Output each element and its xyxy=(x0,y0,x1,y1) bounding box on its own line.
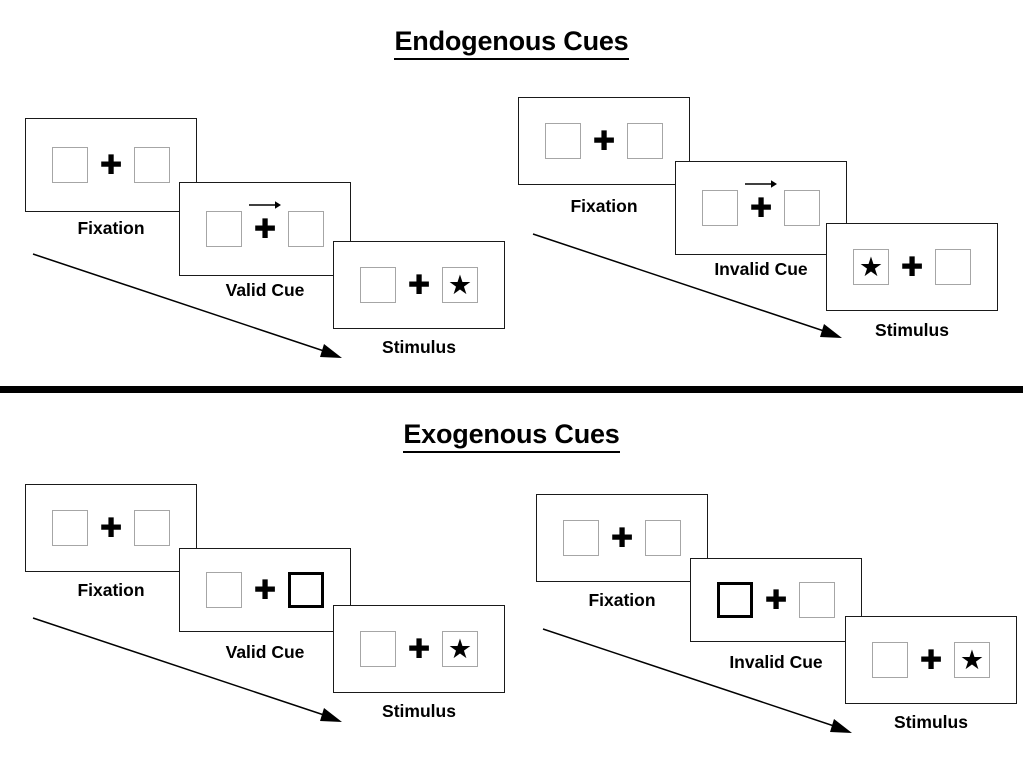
fixation-cross: ✚ xyxy=(581,128,627,155)
frame-exogenous-valid-fixation: ✚ xyxy=(25,484,197,572)
right-box: ★ xyxy=(954,642,990,678)
cross-icon: ✚ xyxy=(749,192,773,224)
label-exogenous-invalid-fixation: Fixation xyxy=(588,590,656,610)
star-icon: ★ xyxy=(447,269,473,301)
frame-content: ✚ ★ xyxy=(360,631,478,667)
left-box xyxy=(563,520,599,556)
cross-icon: ✚ xyxy=(592,125,616,157)
section-title-endogenous-text: Endogenous Cues xyxy=(394,26,629,60)
fixation-cross: ✚ xyxy=(599,525,645,552)
right-box xyxy=(935,249,971,285)
left-box xyxy=(206,572,242,608)
frame-endogenous-valid-cue: ✚ xyxy=(179,182,351,276)
label-endogenous-invalid-fixation: Fixation xyxy=(570,196,638,216)
frame-content: ✚ ★ xyxy=(872,642,990,678)
frame-content: ★ ✚ xyxy=(853,249,971,285)
label-endogenous-valid-stimulus: Stimulus xyxy=(382,337,456,357)
label-exogenous-invalid-cue: Invalid Cue xyxy=(729,652,823,672)
frame-endogenous-invalid-stimulus: ★ ✚ xyxy=(826,223,998,311)
frame-exogenous-invalid-stimulus: ✚ ★ xyxy=(845,616,1017,704)
cross-icon: ✚ xyxy=(99,149,123,181)
fixation-cross: ✚ xyxy=(753,587,799,614)
frame-content: ✚ xyxy=(206,572,324,608)
section-title-exogenous: Exogenous Cues xyxy=(0,419,1023,453)
cross-icon: ✚ xyxy=(919,644,943,676)
label-endogenous-invalid-stimulus: Stimulus xyxy=(875,320,949,340)
frame-exogenous-valid-cue: ✚ xyxy=(179,548,351,632)
fixation-cross: ✚ xyxy=(738,179,784,224)
cross-icon: ✚ xyxy=(900,251,924,283)
right-box: ★ xyxy=(442,631,478,667)
left-box xyxy=(206,211,242,247)
cross-icon: ✚ xyxy=(407,269,431,301)
fixation-cross: ✚ xyxy=(889,254,935,281)
fixation-cross: ✚ xyxy=(88,515,134,542)
star-icon: ★ xyxy=(447,633,473,665)
label-exogenous-valid-fixation: Fixation xyxy=(77,580,145,600)
frame-content: ✚ xyxy=(206,200,324,247)
right-box: ★ xyxy=(442,267,478,303)
left-box xyxy=(872,642,908,678)
frame-content: ✚ xyxy=(563,520,681,556)
frame-content: ✚ xyxy=(702,179,820,226)
label-endogenous-invalid-cue: Invalid Cue xyxy=(714,259,808,279)
section-title-exogenous-text: Exogenous Cues xyxy=(403,419,620,453)
frame-endogenous-valid-fixation: ✚ xyxy=(25,118,197,212)
cross-icon: ✚ xyxy=(253,574,277,606)
label-endogenous-valid-cue: Valid Cue xyxy=(225,280,305,300)
frame-endogenous-valid-stimulus: ✚ ★ xyxy=(333,241,505,329)
frame-content: ✚ ★ xyxy=(360,267,478,303)
cross-icon: ✚ xyxy=(610,522,634,554)
left-box xyxy=(545,123,581,159)
cross-icon: ✚ xyxy=(99,512,123,544)
frame-endogenous-invalid-cue: ✚ xyxy=(675,161,847,255)
label-exogenous-valid-cue: Valid Cue xyxy=(225,642,305,662)
left-box xyxy=(360,631,396,667)
left-box xyxy=(360,267,396,303)
right-box xyxy=(627,123,663,159)
frame-content: ✚ xyxy=(52,510,170,546)
fixation-cross: ✚ xyxy=(88,152,134,179)
frame-content: ✚ xyxy=(545,123,663,159)
left-box-cued xyxy=(717,582,753,618)
left-box xyxy=(52,147,88,183)
frame-content: ✚ xyxy=(717,582,835,618)
right-box xyxy=(134,147,170,183)
fixation-cross: ✚ xyxy=(396,272,442,299)
left-box xyxy=(702,190,738,226)
arrow-right-icon xyxy=(249,200,281,209)
right-box xyxy=(288,211,324,247)
flow-arrow-endogenous-valid xyxy=(32,253,342,358)
right-box xyxy=(645,520,681,556)
fixation-cross: ✚ xyxy=(396,636,442,663)
cross-icon: ✚ xyxy=(764,584,788,616)
frame-exogenous-valid-stimulus: ✚ ★ xyxy=(333,605,505,693)
left-box xyxy=(52,510,88,546)
fixation-cross: ✚ xyxy=(242,200,288,245)
right-box-cued xyxy=(288,572,324,608)
right-box xyxy=(134,510,170,546)
flow-arrow-endogenous-invalid xyxy=(532,233,842,338)
label-exogenous-invalid-stimulus: Stimulus xyxy=(894,712,968,732)
frame-endogenous-invalid-fixation: ✚ xyxy=(518,97,690,185)
section-divider xyxy=(0,386,1023,393)
label-endogenous-valid-fixation: Fixation xyxy=(77,218,145,238)
frame-exogenous-invalid-cue: ✚ xyxy=(690,558,862,642)
fixation-cross: ✚ xyxy=(242,577,288,604)
frame-exogenous-invalid-fixation: ✚ xyxy=(536,494,708,582)
frame-content: ✚ xyxy=(52,147,170,183)
flow-arrow-exogenous-invalid xyxy=(542,628,852,733)
label-exogenous-valid-stimulus: Stimulus xyxy=(382,701,456,721)
fixation-cross: ✚ xyxy=(908,647,954,674)
cross-icon: ✚ xyxy=(407,633,431,665)
section-title-endogenous: Endogenous Cues xyxy=(0,26,1023,60)
star-icon: ★ xyxy=(959,644,985,676)
right-box xyxy=(799,582,835,618)
left-box: ★ xyxy=(853,249,889,285)
right-box xyxy=(784,190,820,226)
star-icon: ★ xyxy=(858,251,884,283)
cross-icon: ✚ xyxy=(253,213,277,245)
arrow-right-icon xyxy=(745,179,777,188)
flow-arrow-exogenous-valid xyxy=(32,617,342,722)
